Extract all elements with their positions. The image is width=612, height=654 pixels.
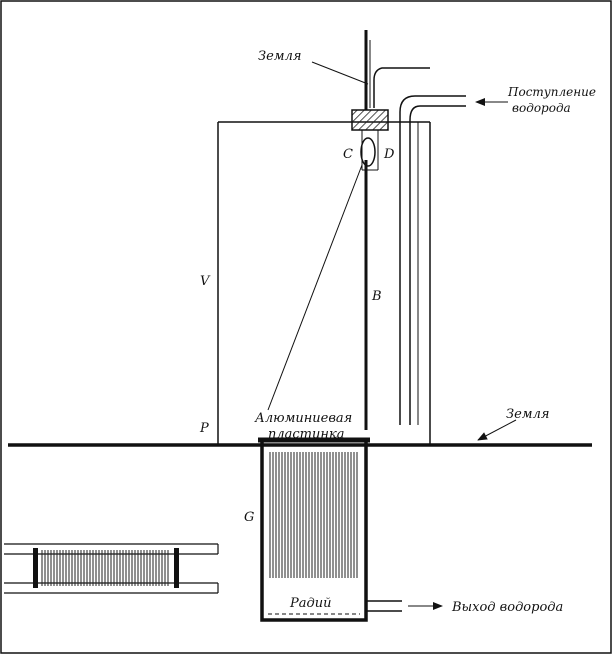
label-hydrogen-out: Выход водорода <box>451 600 563 615</box>
vessel-g <box>258 437 370 622</box>
ground-wire-top <box>369 40 430 108</box>
chamber-v <box>217 121 431 445</box>
label-ground-right: Земля <box>506 407 549 422</box>
ground-top-pointer <box>311 61 369 85</box>
hydrogen-inlet-tubes <box>399 95 466 425</box>
ground-right-arrow <box>477 419 517 441</box>
label-radium: Радий <box>289 596 331 611</box>
label-g: G <box>244 510 254 525</box>
label-aluminum-1: Алюминиевая <box>254 411 352 426</box>
insulator-plug <box>351 109 389 131</box>
label-p: P <box>199 421 209 436</box>
label-d: D <box>383 147 395 162</box>
label-hydrogen-in-1: Поступление <box>507 85 596 99</box>
vessel-plates <box>269 452 358 578</box>
label-c: C <box>343 147 353 162</box>
label-v: V <box>200 274 211 289</box>
hydrogen-outlet-pipe <box>366 600 443 612</box>
aluminum-pointer-line <box>267 164 363 411</box>
label-b: B <box>371 289 382 304</box>
label-aluminum-2: пластинка <box>268 427 344 442</box>
label-hydrogen-in-2: водорода <box>512 101 571 115</box>
leaf-capsule-cd <box>360 130 379 171</box>
side-inset-tube <box>4 543 219 594</box>
label-ground-top: Земля <box>258 49 301 64</box>
